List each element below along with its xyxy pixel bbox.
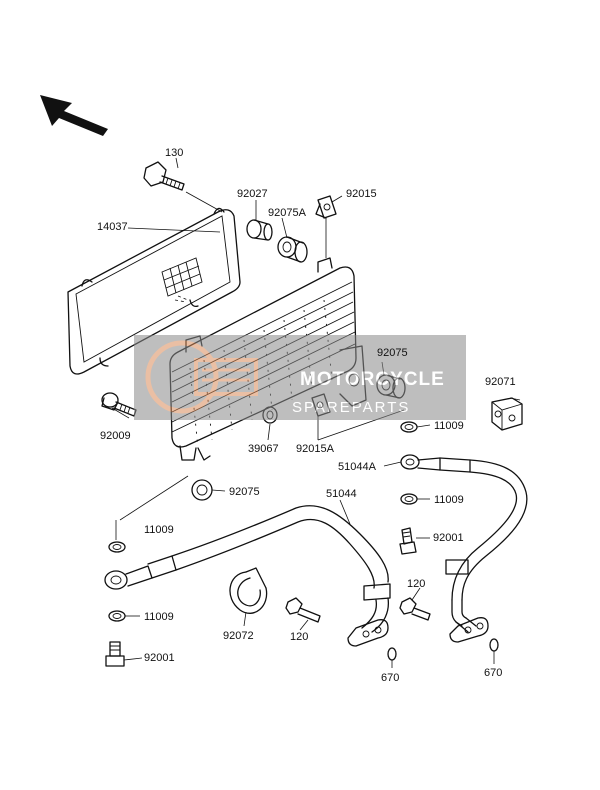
part-labels: 130 92027 92015 14037 92075A 92075 92071… (97, 147, 516, 684)
o-ring-670-right (489, 638, 499, 652)
label-51044A: 51044A (338, 461, 377, 473)
label-92001-right: 92001 (433, 532, 464, 544)
label-92071: 92071 (485, 376, 516, 388)
grommet-92075-lower (191, 479, 213, 501)
label-92072: 92072 (223, 630, 254, 642)
label-92027: 92027 (237, 188, 268, 200)
label-92075-top: 92075 (377, 347, 408, 359)
label-670-right: 670 (484, 667, 502, 679)
oil-hose-51044A (400, 454, 528, 643)
front-arrow-icon (40, 95, 108, 136)
banjo-bolt-92001-left (105, 641, 125, 667)
washer-11009-left (108, 541, 126, 553)
watermark-title: MOTORCYCLE (300, 369, 445, 390)
label-11009-right: 11009 (434, 420, 464, 432)
washer-11009-mid (400, 493, 418, 505)
label-11009-mid: 11009 (434, 494, 464, 506)
bolt-120-mid (285, 597, 321, 623)
label-670-mid: 670 (381, 672, 399, 684)
collar-92027 (246, 219, 273, 241)
label-39067: 39067 (248, 443, 279, 455)
label-11009-lower: 11009 (144, 611, 174, 623)
label-120-mid: 120 (290, 631, 308, 643)
washer-11009-right (400, 421, 418, 433)
label-92009: 92009 (100, 430, 131, 442)
watermark: MOTORCYCLE SPAREPARTS (134, 335, 466, 420)
clip-92015 (315, 195, 337, 219)
hose-clamp-92072 (229, 567, 268, 614)
grommet-92075A (277, 236, 308, 263)
label-92015A: 92015A (296, 443, 335, 455)
label-51044: 51044 (326, 488, 357, 500)
label-11009-left: 11009 (144, 524, 174, 536)
label-92075-bottom: 92075 (229, 486, 260, 498)
screen-cover-14037 (67, 207, 241, 375)
bolt-120-right (399, 597, 431, 621)
label-130: 130 (165, 147, 183, 159)
leader-lines (111, 157, 521, 668)
label-92001-left: 92001 (144, 652, 175, 664)
damper-92071 (491, 397, 523, 431)
washer-11009-lower (108, 610, 126, 622)
label-92075A: 92075A (268, 207, 307, 219)
watermark-logo (145, 340, 258, 414)
oil-hose-51044 (104, 505, 391, 647)
label-14037: 14037 (97, 221, 128, 233)
label-120-right: 120 (407, 578, 425, 590)
watermark-subtitle: SPAREPARTS (292, 399, 410, 416)
o-ring-670-mid (387, 647, 397, 661)
bolt-92009 (101, 392, 137, 417)
bolt-130 (143, 161, 185, 191)
banjo-bolt-92001-right (399, 527, 417, 555)
label-92015: 92015 (346, 188, 377, 200)
